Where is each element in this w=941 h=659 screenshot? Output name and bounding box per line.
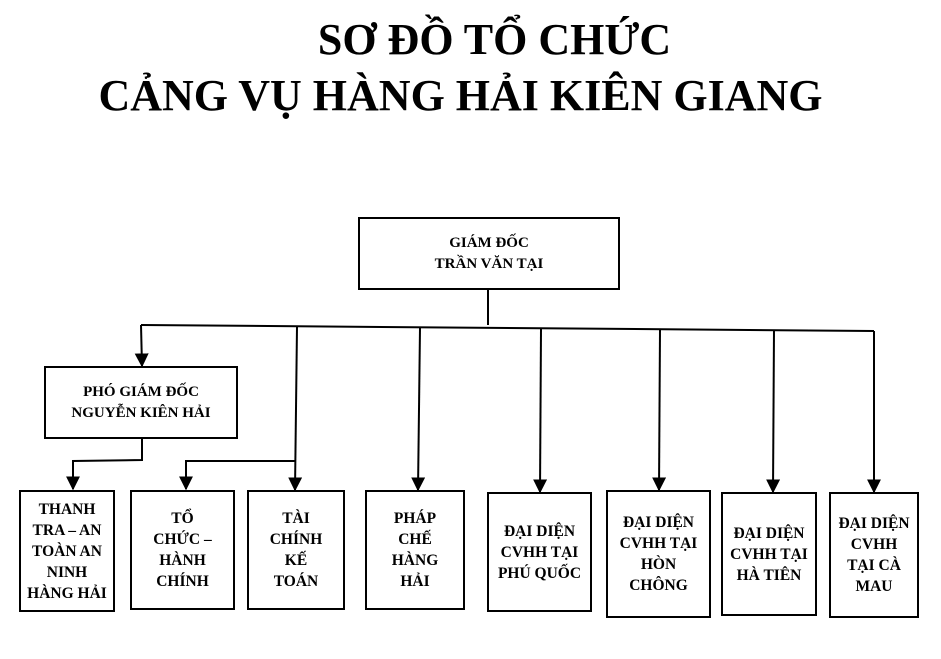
dept-thanh-tra-box: THANH TRA – AN TOÀN AN NINH HÀNG HẢI <box>19 490 115 612</box>
dept-line: HÒN <box>640 556 677 573</box>
dept-tai-chinh-box: TÀI CHÍNH KẾ TOÁN <box>247 490 345 610</box>
dept-line: TẠI CÀ <box>847 557 901 574</box>
line-to-hon-chong <box>652 329 667 492</box>
dept-line: CVHH TẠI <box>500 543 579 561</box>
dept-line: TÀI <box>282 510 310 527</box>
line-to-phu-quoc <box>533 328 548 494</box>
deputy-to-thanh-tra-line <box>66 438 143 491</box>
dept-line: CVHH TẠI <box>730 545 808 563</box>
dept-line: THANH <box>38 500 96 518</box>
dept-line: CHỨC – <box>153 531 212 548</box>
deputy-name: NGUYỄN KIÊN HẢI <box>71 404 211 421</box>
director-role: GIÁM ĐỐC <box>449 234 529 251</box>
dept-line: HÀNG HẢI <box>27 584 107 602</box>
dept-line: ĐẠI DIỆN <box>503 522 576 540</box>
line-to-ha-tien <box>766 329 781 494</box>
dept-line: HÀ TIÊN <box>736 566 802 584</box>
chart-title-line-2: CẢNG VỤ HÀNG HẢI KIÊN GIANG <box>98 71 823 120</box>
director-box: GIÁM ĐỐC TRẦN VĂN TẠI <box>358 217 620 290</box>
dept-line: CHÍNH <box>269 531 323 548</box>
dept-line: HẢI <box>400 573 430 590</box>
dept-line: PHÚ QUỐC <box>497 564 582 582</box>
dept-line: HÀNG <box>391 552 439 569</box>
dept-ha-tien-box: ĐẠI DIỆN CVHH TẠI HÀ TIÊN <box>721 492 817 616</box>
dept-line: MAU <box>855 578 893 595</box>
line-to-tai-chinh <box>288 326 303 492</box>
dept-line: CHÍNH <box>156 573 209 590</box>
dept-line: NINH <box>46 563 88 581</box>
dept-line: CVHH TẠI <box>619 535 698 552</box>
dept-line: PHÁP <box>393 510 437 527</box>
deputy-role: PHÓ GIÁM ĐỐC <box>83 383 199 400</box>
dept-to-chuc-box: TỔ CHỨC – HÀNH CHÍNH <box>130 490 235 610</box>
dept-line: ĐẠI DIỆN <box>622 514 695 531</box>
deputy-box: PHÓ GIÁM ĐỐC NGUYỄN KIÊN HẢI <box>44 366 238 439</box>
dept-line: TOÀN AN <box>32 542 102 560</box>
dept-line: TỔ <box>171 510 194 527</box>
main-bus-line <box>140 324 875 332</box>
director-name: TRẦN VĂN TẠI <box>434 255 544 272</box>
dept-line: TRA – AN <box>32 521 102 539</box>
dept-line: HÀNH <box>159 552 206 569</box>
dept-phap-che-box: PHÁP CHẾ HÀNG HẢI <box>365 490 465 610</box>
line-to-deputy <box>134 324 149 368</box>
dept-line: ĐẠI DIỆN <box>838 515 910 532</box>
dept-phu-quoc-box: ĐẠI DIỆN CVHH TẠI PHÚ QUỐC <box>487 492 592 612</box>
dept-line: KẾ <box>284 552 308 569</box>
dept-hon-chong-box: ĐẠI DIỆN CVHH TẠI HÒN CHÔNG <box>606 490 711 618</box>
dept-line: TOÁN <box>273 573 319 590</box>
chart-title-line-1: SƠ ĐỒ TỔ CHỨC <box>317 15 672 64</box>
dept-ca-mau-box: ĐẠI DIỆN CVHH TẠI CÀ MAU <box>829 492 919 618</box>
dept-line: CVHH <box>850 536 898 553</box>
dept-line: CHÔNG <box>629 577 688 594</box>
line-to-to-chuc <box>179 460 295 491</box>
line-to-phap-che <box>411 327 426 492</box>
dept-line: ĐẠI DIỆN <box>733 524 805 542</box>
dept-line: CHẾ <box>398 531 432 548</box>
